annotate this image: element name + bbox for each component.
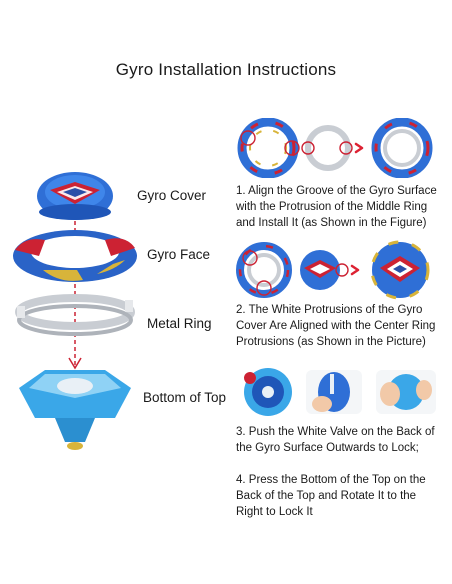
step-1-illustration — [237, 118, 433, 178]
step-2-ring-icon — [236, 242, 292, 298]
page-title: Gyro Installation Instructions — [115, 60, 337, 79]
assembly-illustration — [13, 172, 137, 450]
step-3-hand-lock-icon — [376, 370, 436, 414]
step-1-gyro-face-icon — [237, 118, 300, 178]
part-label-bottom-of-top: Bottom of Top — [143, 390, 227, 405]
step-3-illustration — [244, 368, 436, 416]
step-1-arrow-icon — [354, 142, 364, 154]
bottom-of-top-image — [19, 370, 131, 450]
step-1-text: 1. Align the Groove of the Gyro Surface … — [236, 185, 437, 229]
step-1-assembled-icon — [371, 118, 433, 178]
part-label-gyro-cover: Gyro Cover — [137, 188, 207, 203]
step-3-hand-push-icon — [306, 370, 362, 414]
step-2-assembled-icon — [370, 240, 430, 300]
step-2-text: 2. The White Protrusions of the Gyro Cov… — [236, 304, 436, 348]
step-2-arrow-icon — [350, 264, 360, 276]
step-2-illustration — [236, 240, 430, 300]
metal-ring-image — [15, 294, 135, 336]
step-1-metal-ring-icon — [301, 125, 353, 171]
step-4-text: 4. Press the Bottom of the Top on the Ba… — [236, 474, 426, 518]
step-3-text: 3. Push the White Valve on the Back of t… — [236, 426, 435, 454]
step-3-back-view-icon — [244, 368, 292, 416]
part-label-gyro-face: Gyro Face — [147, 247, 211, 262]
assembly-arrow-head — [68, 357, 82, 370]
part-label-metal-ring: Metal Ring — [147, 316, 212, 331]
gyro-cover-image — [37, 172, 113, 220]
step-2-cover-icon — [300, 250, 349, 290]
gyro-face-image — [13, 230, 137, 282]
